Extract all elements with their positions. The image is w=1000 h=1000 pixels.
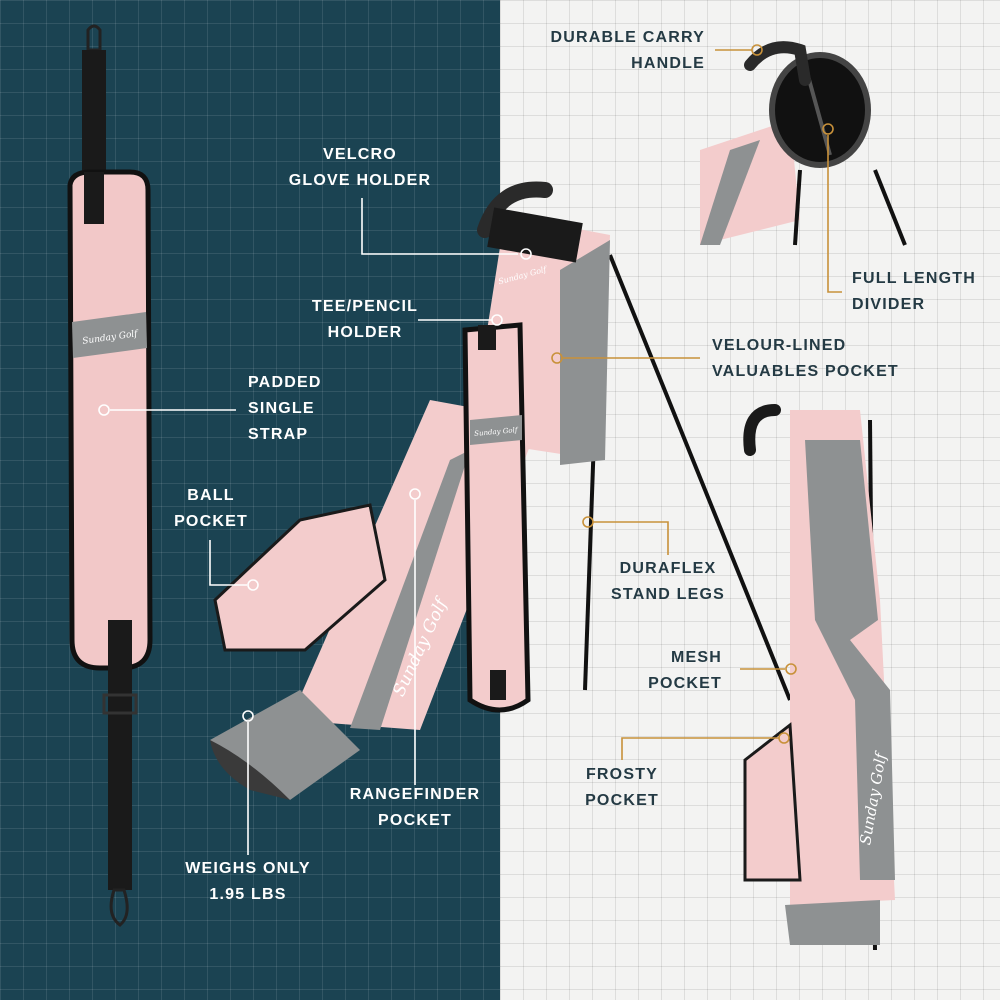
callout-text: VALUABLES POCKET [712,363,899,380]
callout-rangefinder-pocket: RANGEFINDER POCKET [350,782,481,834]
callout-text: MESH [670,649,722,666]
callout-text: DURABLE CARRY [550,29,705,46]
callout-text: 1.95 LBS [209,886,287,903]
callout-velour-lined-valuables-pocket: VELOUR-LINED VALUABLES POCKET [712,333,899,385]
callout-mesh-pocket: MESH POCKET [648,645,722,697]
callout-text: DIVIDER [852,296,926,313]
main-golf-bag: Sunday Golf Sunday Golf Sunday Golf [210,181,792,800]
callout-text: HOLDER [327,324,403,341]
brand-logo-pencil-holder: Sunday Golf [474,426,519,438]
callout-text: VELCRO [323,146,397,163]
callout-text: POCKET [174,513,248,530]
callout-text: POCKET [585,792,659,809]
callout-text: POCKET [648,675,722,692]
callout-text: BALL [187,487,235,504]
callout-text: DURAFLEX [619,560,717,577]
callout-ball-pocket: BALL POCKET [174,483,248,535]
callout-text: PADDED [248,374,322,391]
callout-text: FULL LENGTH [852,270,977,287]
callout-velcro-glove-holder: VELCRO GLOVE HOLDER [289,142,431,194]
bag-top-view-inset [700,41,907,246]
callout-text: POCKET [378,812,452,829]
callout-tee-pencil-holder: TEE/PENCIL HOLDER [312,294,418,346]
callout-text: RANGEFINDER [349,786,481,803]
callout-text: SINGLE [248,400,315,417]
callout-padded-single-strap: PADDED SINGLE STRAP [248,370,322,448]
callout-text: VELOUR-LINED [712,337,847,354]
callout-text: WEIGHS ONLY [185,860,311,877]
callout-text: STRAP [248,426,309,443]
callout-text: GLOVE HOLDER [288,172,432,189]
callout-text: STAND LEGS [611,586,725,603]
callout-text: HANDLE [631,55,705,72]
callout-durable-carry-handle: DURABLE CARRY HANDLE [550,25,705,77]
shoulder-strap: Sunday Golf [67,24,153,927]
callout-frosty-pocket: FROSTY POCKET [585,762,659,814]
callout-lines [98,44,842,855]
callout-full-length-divider: FULL LENGTH DIVIDER [852,266,976,318]
callout-weighs-only: WEIGHS ONLY 1.95 LBS [185,856,311,908]
side-view-golf-bag: Sunday Golf [743,404,895,951]
callout-duraflex-stand-legs: DURAFLEX STAND LEGS [611,556,725,608]
callout-text: TEE/PENCIL [311,298,419,315]
callout-text: FROSTY [585,766,659,783]
